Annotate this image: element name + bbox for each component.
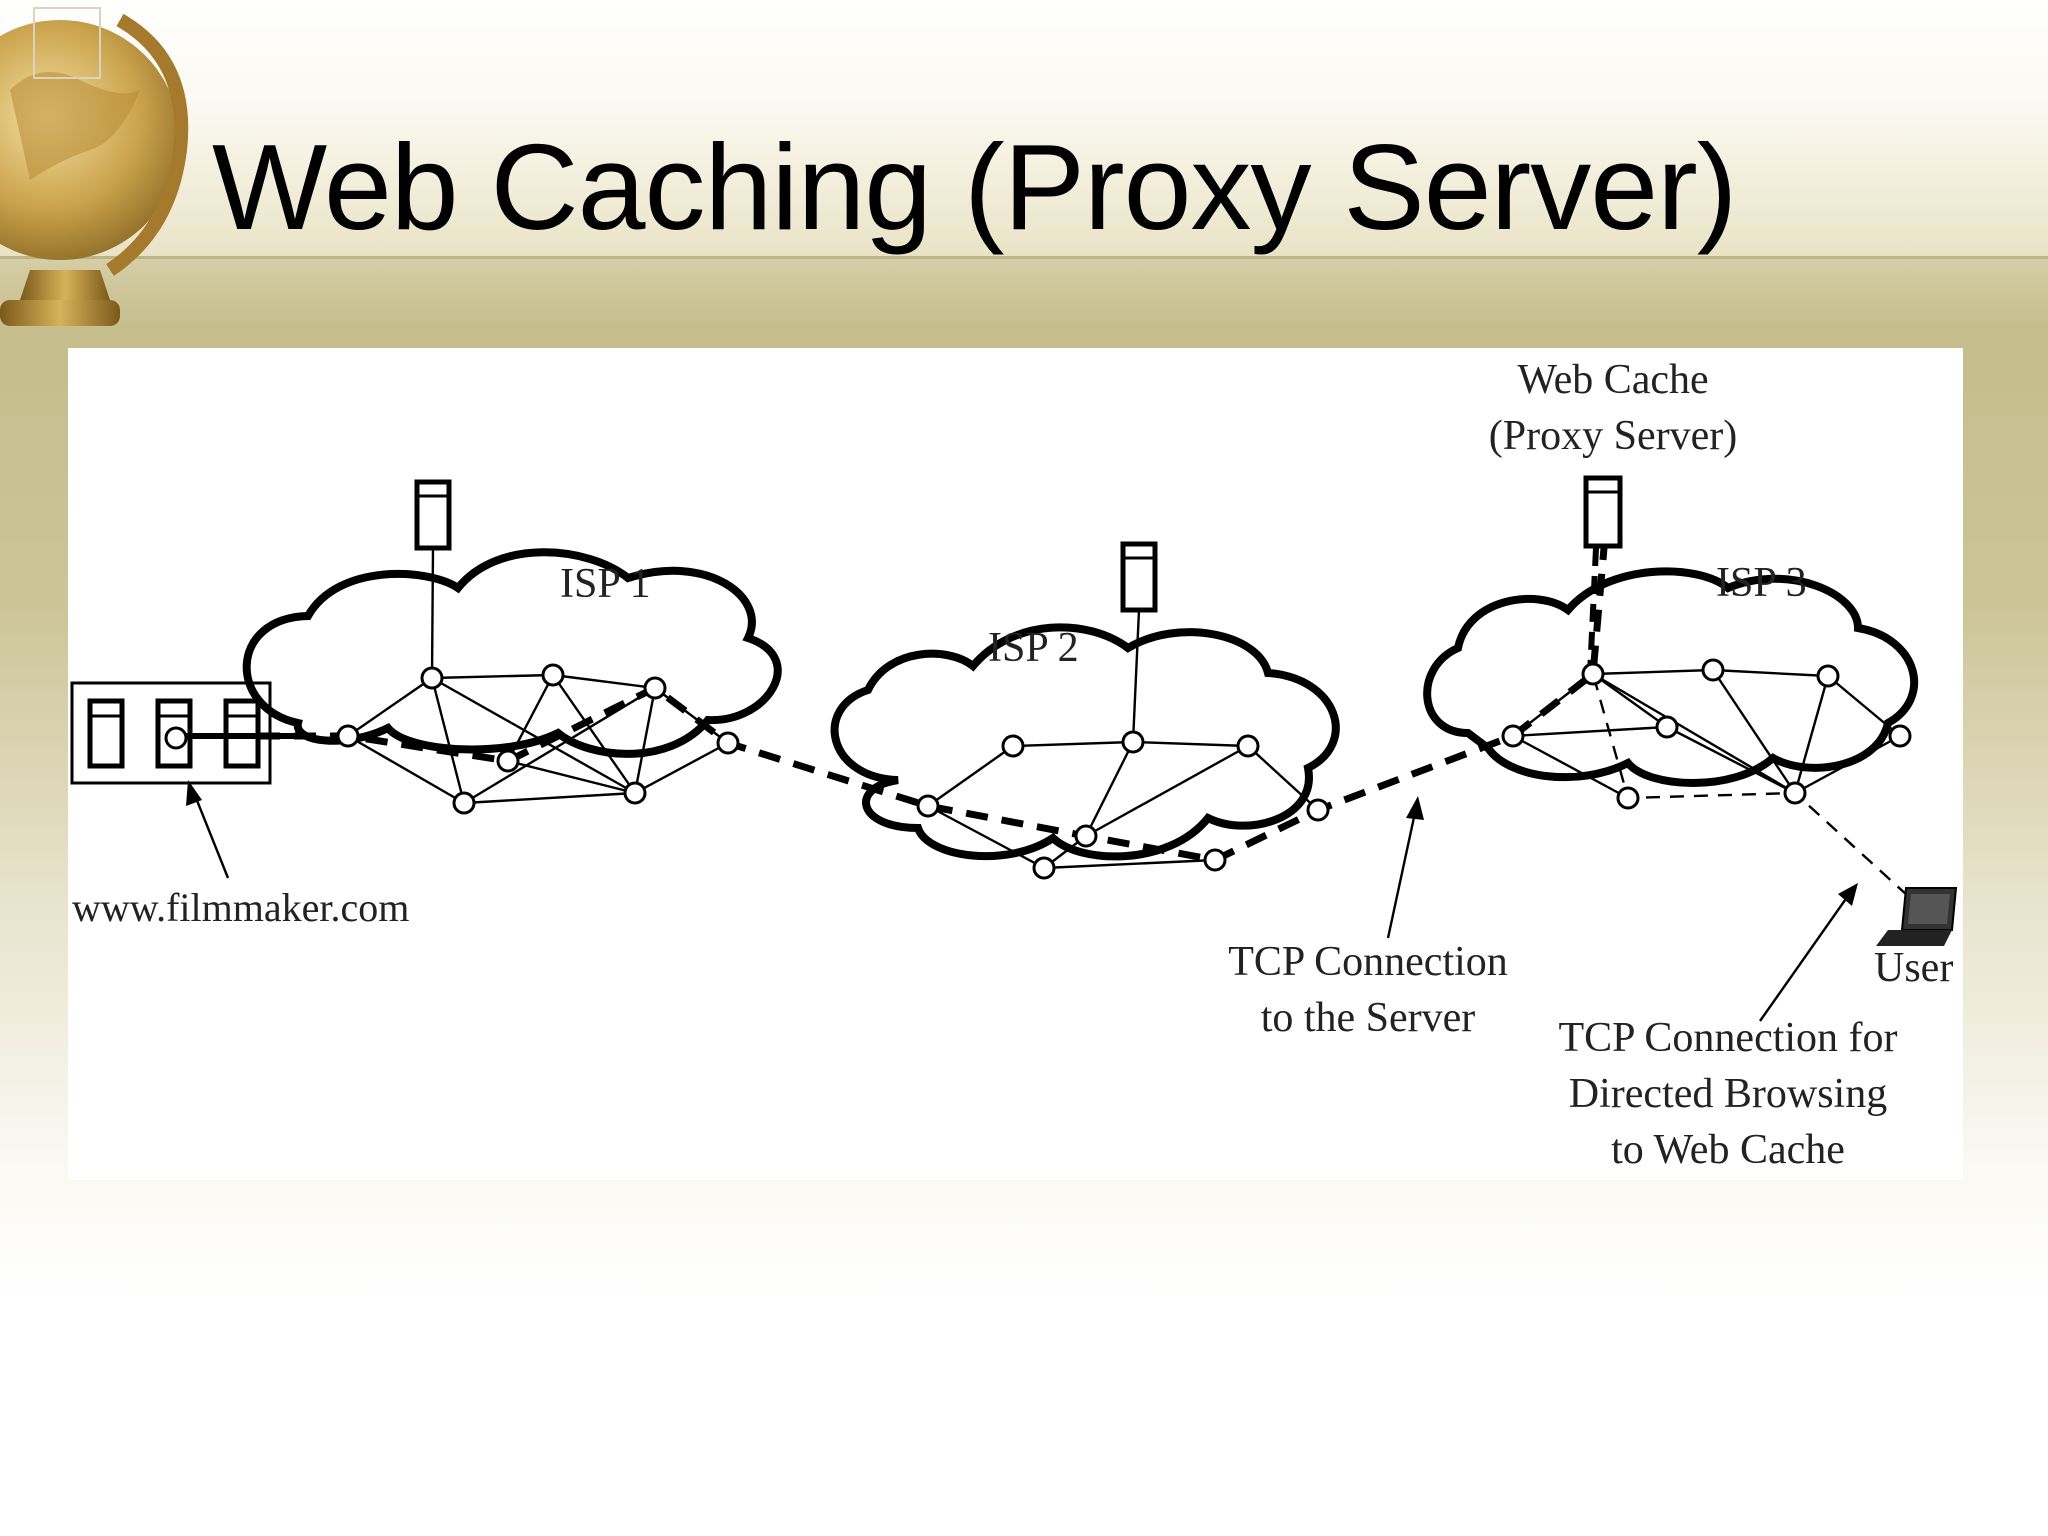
isp1-cloud xyxy=(242,548,782,758)
tcp-cache-label-line2: Directed Browsing xyxy=(1568,1071,1888,1117)
tcp-cache-label-line3: to Web Cache xyxy=(1611,1127,1845,1173)
isp3-label: ISP 3 xyxy=(1716,560,1807,606)
user-label: User xyxy=(1874,945,1954,991)
tcp-cache-label-line1: TCP Connection for xyxy=(1558,1015,1898,1061)
server-icon xyxy=(414,475,1623,613)
tcp-cache-label: TCP Connection for Directed Browsing to … xyxy=(1528,1010,1928,1178)
diagram-panel: ISP 1 ISP 2 ISP 3 Web Cache (Proxy Serve… xyxy=(68,348,1963,1180)
tcp-server-label-line2: to the Server xyxy=(1260,995,1476,1041)
tcp-server-label: TCP Connection to the Server xyxy=(1198,934,1538,1046)
isp1-label: ISP 1 xyxy=(560,561,651,607)
web-cache-label-line1: Web Cache xyxy=(1517,357,1709,403)
globe-icon xyxy=(0,7,189,326)
tcp-cache-path xyxy=(1591,673,1909,897)
isp2-cloud xyxy=(830,623,1340,861)
isp3-cloud xyxy=(1423,567,1918,787)
slide-title: Web Caching (Proxy Server) xyxy=(212,119,1737,255)
web-cache-label-line2: (Proxy Server) xyxy=(1488,413,1738,459)
tcp-server-path xyxy=(258,547,1608,864)
network-diagram xyxy=(70,475,1958,1022)
web-cache-label: Web Cache (Proxy Server) xyxy=(1448,352,1778,464)
isp2-label: ISP 2 xyxy=(988,625,1079,671)
laptop-icon xyxy=(1876,887,1958,946)
server-site-label: www.filmmaker.com xyxy=(72,885,410,930)
tcp-server-label-line1: TCP Connection xyxy=(1228,939,1508,985)
title-band xyxy=(0,0,2048,259)
